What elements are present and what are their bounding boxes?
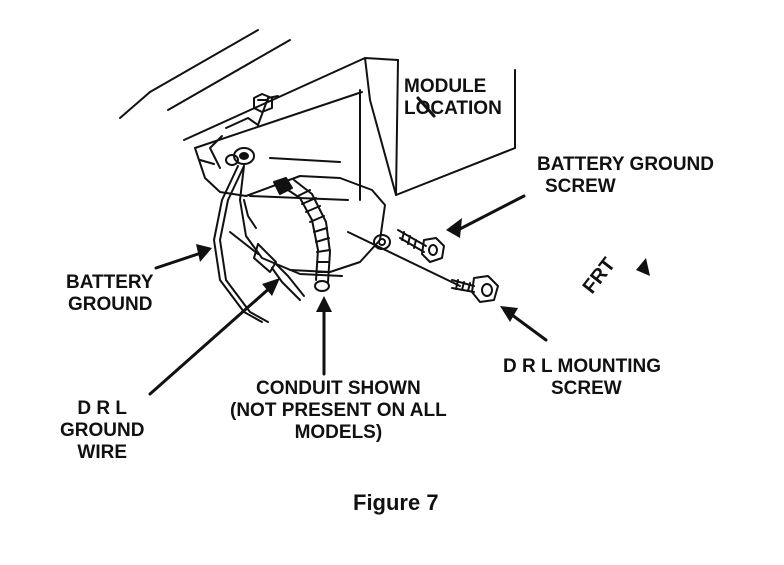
front-arrow-icon bbox=[636, 258, 650, 276]
battery-ground-wire bbox=[213, 165, 343, 323]
conduit-drawing bbox=[273, 177, 331, 292]
housing-outline bbox=[119, 29, 399, 149]
leader-arrows bbox=[148, 96, 548, 396]
drl-ground-wire-label: D R L GROUND WIRE bbox=[60, 398, 145, 463]
conduit-label: CONDUIT SHOWN (NOT PRESENT ON ALL MODELS… bbox=[230, 378, 447, 443]
battery-ground-label: BATTERY GROUND bbox=[66, 272, 154, 315]
mounting-bracket bbox=[194, 135, 386, 273]
module-box bbox=[359, 57, 516, 201]
screw-axis-line bbox=[347, 231, 461, 287]
drl-ground-wire-drawing bbox=[229, 231, 305, 301]
battery-ground-screw-drawing bbox=[373, 229, 445, 263]
top-bolt bbox=[253, 93, 273, 113]
figure-caption: Figure 7 bbox=[353, 490, 439, 515]
arrowheads bbox=[196, 218, 518, 322]
battery-ground-screw-label: BATTERY GROUND SCREW bbox=[537, 154, 714, 197]
ground-terminal bbox=[225, 147, 255, 166]
drl-mounting-screw-drawing bbox=[451, 275, 499, 303]
module-location-label: MODULE LOCATION bbox=[404, 76, 502, 119]
drl-mounting-screw-label: D R L MOUNTING SCREW bbox=[503, 356, 661, 399]
